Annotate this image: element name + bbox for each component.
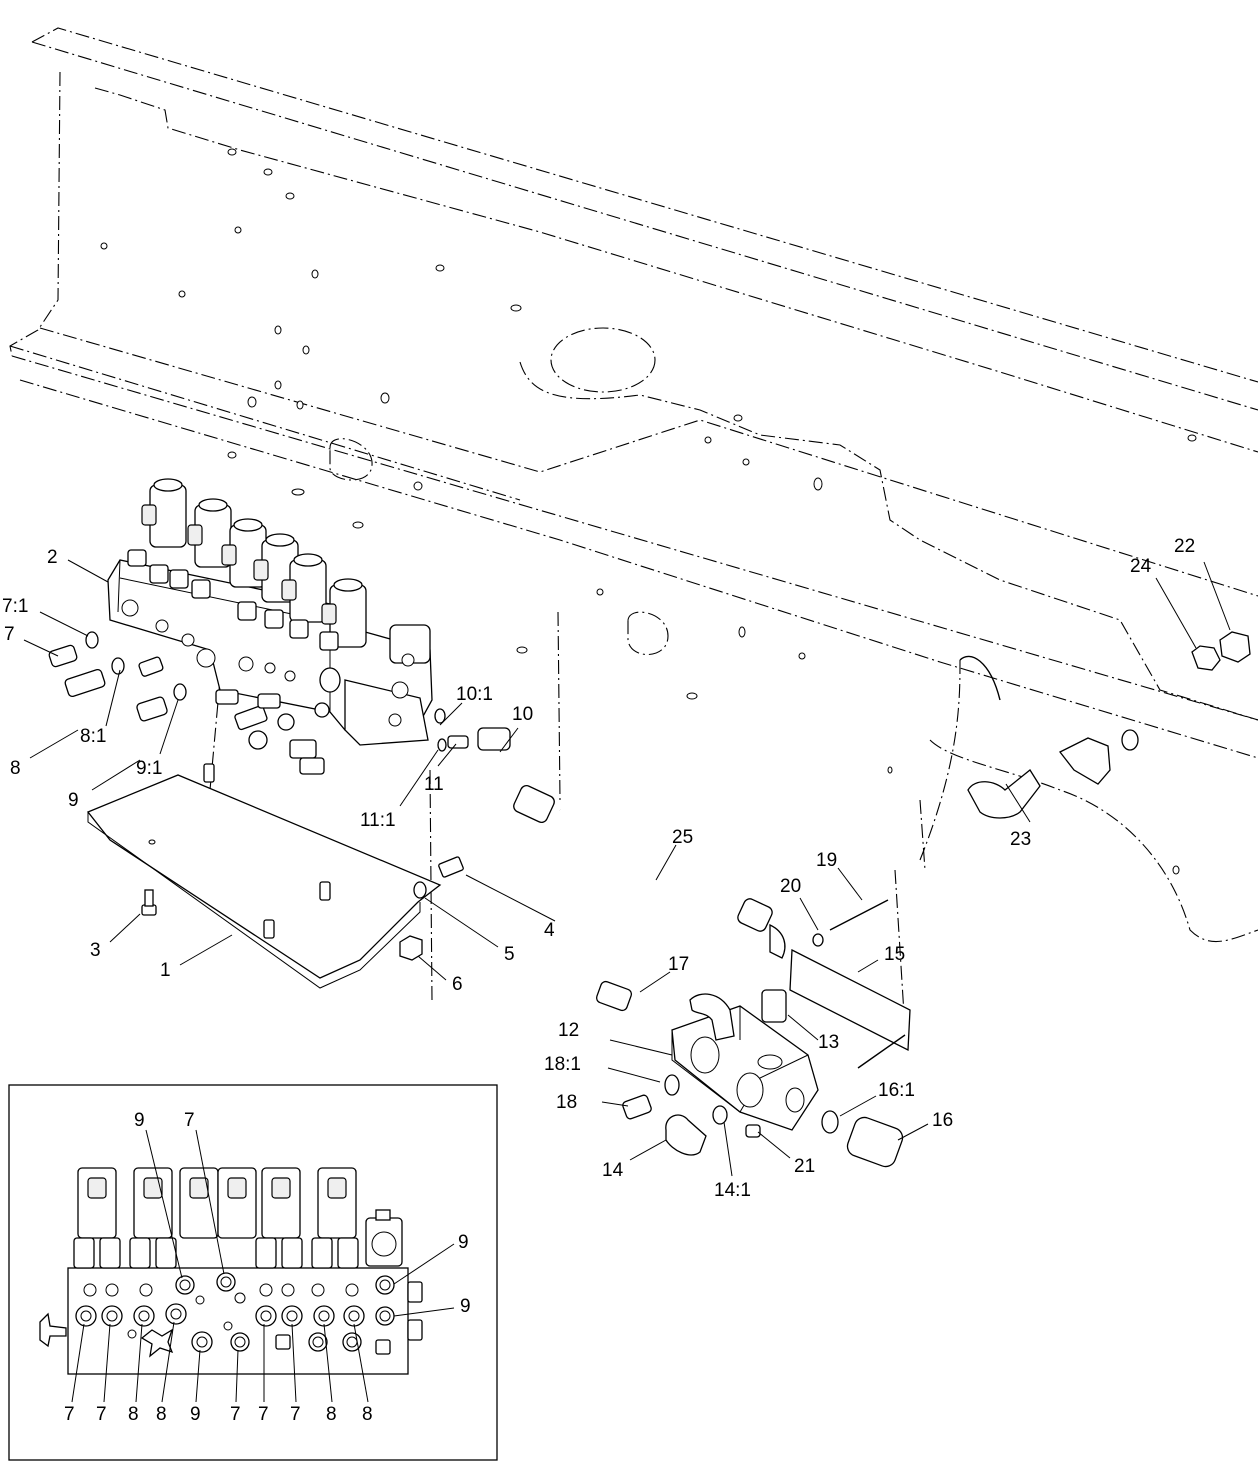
callout-8: 8 bbox=[10, 758, 21, 779]
callout-6: 6 bbox=[452, 974, 463, 995]
callout-18: 18 bbox=[556, 1092, 577, 1113]
frame-holes bbox=[100, 148, 1197, 875]
callout-7-1: 7:1 bbox=[2, 596, 28, 617]
callout-14: 14 bbox=[602, 1160, 624, 1181]
inset-coils bbox=[77, 1167, 403, 1267]
inset-callout-bottom-1: 7 bbox=[64, 1404, 75, 1425]
callout-9-1: 9:1 bbox=[136, 758, 162, 779]
callout-25: 25 bbox=[672, 827, 693, 848]
callout-22: 22 bbox=[1174, 536, 1195, 557]
inset-callout-bottom-10: 8 bbox=[362, 1404, 373, 1425]
inset-callout-bottom-4: 8 bbox=[156, 1404, 167, 1425]
callout-12: 12 bbox=[558, 1020, 579, 1041]
callout-14-1: 14:1 bbox=[714, 1180, 751, 1201]
inset-nuts bbox=[73, 1237, 359, 1269]
frame-rail-phantom bbox=[9, 27, 1258, 1031]
callout-2: 2 bbox=[47, 547, 58, 568]
main-callouts: 2 7:1 7 8 8:1 9 9:1 10:1 10 11:1 11 3 1 … bbox=[2, 536, 1195, 1201]
manifold-ports bbox=[121, 599, 415, 727]
inset-callout-7-a: 7 bbox=[184, 1110, 195, 1131]
solenoid-coils bbox=[141, 478, 431, 664]
inset-callout-bottom-6: 7 bbox=[230, 1404, 241, 1425]
callout-23: 23 bbox=[1010, 829, 1031, 850]
inset-callout-9-a: 9 bbox=[134, 1110, 145, 1131]
leader-lines bbox=[23, 559, 1231, 1177]
callout-11: 11 bbox=[424, 774, 444, 795]
inset-callout-bottom-2: 7 bbox=[96, 1404, 107, 1425]
fittings-22-23-24 bbox=[959, 631, 1251, 819]
inset-ports bbox=[39, 1272, 395, 1358]
inset-callout-9-b: 9 bbox=[458, 1232, 469, 1253]
callout-10: 10 bbox=[512, 704, 533, 725]
inset-callout-bottom-7: 7 bbox=[258, 1404, 269, 1425]
inset-leaders bbox=[71, 1129, 455, 1403]
callout-13: 13 bbox=[818, 1032, 839, 1053]
inset-callout-bottom-9: 8 bbox=[326, 1404, 337, 1425]
callout-19: 19 bbox=[816, 850, 837, 871]
callout-20: 20 bbox=[780, 876, 801, 897]
manifold-fittings bbox=[138, 656, 341, 775]
callout-11-1: 11:1 bbox=[360, 810, 396, 831]
inset-manifold-view: 9 7 9 9 7 7 8 8 9 7 7 7 8 8 bbox=[8, 1084, 498, 1461]
callout-16-1: 16:1 bbox=[878, 1080, 915, 1101]
inset-callout-bottom-3: 8 bbox=[128, 1404, 139, 1425]
callout-7: 7 bbox=[4, 624, 15, 645]
callout-17: 17 bbox=[668, 954, 689, 975]
callout-3: 3 bbox=[90, 940, 101, 961]
callout-1: 1 bbox=[160, 960, 171, 981]
mounting-plate bbox=[86, 763, 464, 989]
valve-manifold-assembly bbox=[107, 478, 433, 775]
cartridge-nuts bbox=[127, 549, 339, 651]
callout-16: 16 bbox=[932, 1110, 953, 1131]
callout-8-1: 8:1 bbox=[80, 726, 106, 747]
inset-frame bbox=[8, 1084, 498, 1461]
callout-9: 9 bbox=[68, 790, 79, 811]
callout-4: 4 bbox=[544, 920, 555, 941]
callout-18-1: 18:1 bbox=[544, 1054, 581, 1075]
callout-24: 24 bbox=[1130, 556, 1152, 577]
inset-callout-bottom-5: 9 bbox=[190, 1404, 201, 1425]
fittings-10-11 bbox=[434, 708, 511, 752]
lower-manifold-block bbox=[595, 899, 911, 1168]
inset-callout-9-c: 9 bbox=[460, 1296, 471, 1317]
callout-15: 15 bbox=[884, 944, 905, 965]
hydraulic-hose bbox=[513, 785, 786, 959]
inset-callout-bottom-8: 7 bbox=[290, 1404, 301, 1425]
callout-21: 21 bbox=[794, 1156, 815, 1177]
callout-5: 5 bbox=[504, 944, 515, 965]
callout-10-1: 10:1 bbox=[456, 684, 493, 705]
fittings-7-8-9 bbox=[48, 631, 187, 722]
